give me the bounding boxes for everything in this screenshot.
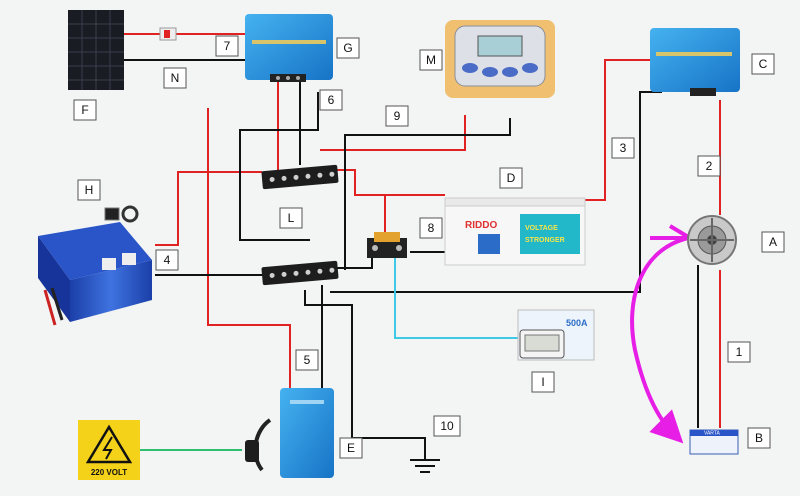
- svg-text:N: N: [171, 71, 180, 85]
- wire-label-2: 2: [697, 155, 721, 177]
- svg-text:3: 3: [620, 141, 627, 155]
- lithium-battery: RIDDO VOLTAGE STRONGER: [444, 197, 586, 266]
- svg-text:H: H: [85, 183, 94, 197]
- label-D: D: [499, 167, 523, 189]
- svg-text:M: M: [426, 53, 436, 67]
- label-H: H: [77, 179, 101, 201]
- wire-to-dc-charger-neg: [330, 91, 662, 293]
- starter-battery: VARTA: [689, 429, 739, 455]
- wire-inverter-positive: [155, 171, 262, 246]
- wire-label-6: 6: [319, 89, 343, 111]
- svg-text:7: 7: [224, 39, 231, 53]
- svg-text:L: L: [288, 211, 295, 225]
- wire-busbar-loop-positive: [207, 108, 291, 390]
- dc-dc-charger: [650, 28, 740, 96]
- svg-text:4: 4: [164, 253, 171, 267]
- wire-shunt-signal: [394, 258, 520, 339]
- label-M: M: [419, 49, 443, 71]
- svg-text:B: B: [755, 431, 763, 445]
- svg-text:1: 1: [736, 345, 743, 359]
- label-G: G: [336, 37, 360, 59]
- mppt-controller: [245, 14, 333, 82]
- wire-monitor-negative: [344, 118, 511, 270]
- label-L: L: [279, 207, 303, 229]
- label-E: E: [339, 437, 363, 459]
- wire-busbar-to-bus-d: [335, 169, 445, 196]
- control-panel: [445, 20, 555, 98]
- svg-text:6: 6: [328, 93, 335, 107]
- wire-to-ground: [304, 290, 426, 460]
- svg-text:5: 5: [304, 353, 311, 367]
- wire-busbar-to-fuse: [355, 194, 386, 240]
- svg-text:F: F: [81, 103, 88, 117]
- battery-brand-label: RIDDO: [465, 220, 497, 231]
- battery-monitor: 500A: [517, 309, 595, 361]
- svg-text:C: C: [759, 57, 768, 71]
- warning-text: 220 VOLT: [91, 468, 127, 477]
- svg-text:I: I: [541, 375, 544, 389]
- starter-battery-brand: VARTA: [704, 431, 721, 437]
- fuse-holder: [367, 232, 407, 258]
- svg-text:9: 9: [394, 109, 401, 123]
- label-C: C: [751, 53, 775, 75]
- svg-text:A: A: [769, 235, 777, 249]
- battery-charger: [245, 388, 334, 478]
- wire-battery-to-dc-charger: [585, 59, 650, 201]
- wire-number-labels: 1 2 3 4 5 6 7 8 9 10: [155, 35, 751, 437]
- svg-text:8: 8: [428, 221, 435, 235]
- label-F: F: [73, 99, 97, 121]
- high-voltage-warning: 220 VOLT: [78, 420, 140, 480]
- svg-text:2: 2: [706, 159, 713, 173]
- battery-slogan-2: STRONGER: [525, 237, 565, 244]
- wire-label-3: 3: [611, 137, 635, 159]
- wire-mppt-ground: [239, 92, 319, 241]
- solar-breaker: [159, 27, 177, 41]
- svg-text:E: E: [347, 441, 355, 455]
- charge-flow-arrow: [630, 236, 689, 444]
- busbar-positive: [261, 164, 339, 190]
- label-B: B: [747, 427, 771, 449]
- ground-symbol: [410, 459, 440, 473]
- component-labels: F N G M C H L D A B I E: [73, 37, 785, 459]
- wire-label-10: 10: [433, 415, 461, 437]
- label-N: N: [163, 67, 187, 89]
- busbar-negative: [261, 260, 339, 286]
- shunt-rating: 500A: [566, 318, 588, 328]
- battery-slogan-1: VOLTAGE: [525, 225, 558, 232]
- label-I: I: [531, 371, 555, 393]
- wires-black: [124, 59, 699, 460]
- wire-label-1: 1: [727, 341, 751, 363]
- charge-flow-arrow-tip: [650, 224, 698, 240]
- wire-label-5: 5: [295, 349, 319, 371]
- label-A: A: [761, 231, 785, 253]
- wire-label-4: 4: [155, 249, 179, 271]
- wire-label-9: 9: [385, 105, 409, 127]
- inverter: [38, 205, 152, 326]
- svg-text:G: G: [343, 41, 352, 55]
- solar-panel: [68, 10, 124, 90]
- wire-label-7: 7: [215, 35, 239, 57]
- wire-monitor-feed: [320, 115, 466, 151]
- alternator: [687, 215, 737, 265]
- svg-text:10: 10: [440, 419, 454, 433]
- wire-label-8: 8: [419, 217, 443, 239]
- svg-text:D: D: [507, 171, 516, 185]
